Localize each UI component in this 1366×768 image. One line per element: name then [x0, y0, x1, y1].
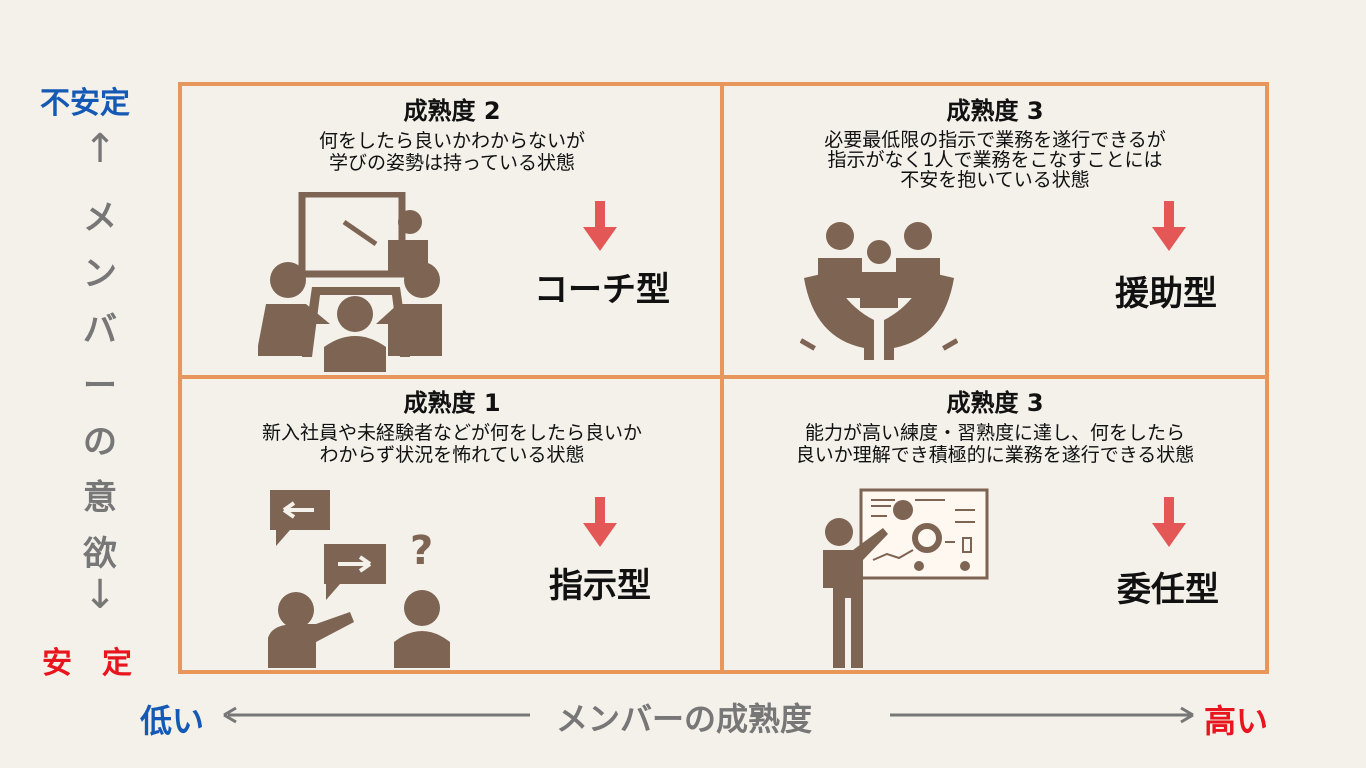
instruction-question-icon: ? — [268, 490, 450, 668]
quadrant-desc: 新入社員や未経験者などが何をしたら良いか — [261, 422, 642, 444]
quadrant-title: 成熟度 1 — [403, 389, 501, 417]
quadrant-maturity-3-delegate: 成熟度 3 能力が高い練度・習熟度に達し、何をしたら 良いか理解でき積極的に業務… — [725, 388, 1265, 466]
leadership-style-delegate: 委任型 — [1117, 570, 1219, 610]
quadrant-title: 成熟度 2 — [403, 97, 501, 125]
quadrant-desc: 何をしたら良いかわからないが — [318, 130, 585, 152]
quadrant-desc: 必要最低限の指示で業務を遂行できるが — [824, 129, 1166, 151]
quadrant-desc: 不安を抱いている状態 — [900, 169, 1090, 191]
quadrant-desc: 良いか理解でき積極的に業務を遂行できる状態 — [795, 444, 1195, 466]
quadrant-desc: 指示がなく1人で業務をこなすことには — [827, 149, 1163, 171]
meeting-presentation-icon — [258, 192, 442, 372]
arrow-right-icon — [890, 706, 1194, 724]
arrow-down-red-icon — [583, 497, 617, 547]
arrow-up-icon: ↑ — [83, 126, 117, 172]
presenter-board-icon — [823, 488, 989, 668]
y-title-char: ー — [83, 366, 117, 406]
quadrant-title: 成熟度 3 — [946, 389, 1044, 417]
svg-text:?: ? — [410, 528, 433, 574]
x-axis-title: メンバーの成熟度 — [556, 700, 813, 738]
y-title-char: ン — [83, 254, 117, 294]
quadrant-desc: わからず状況を怖れている状態 — [319, 444, 585, 466]
y-axis-top-label: 不安定 — [40, 86, 130, 121]
x-axis-left-label: 低い — [140, 702, 205, 740]
quadrant-desc: 能力が高い練度・習熟度に達し、何をしたら — [804, 422, 1185, 444]
quadrant-maturity-3-support: 成熟度 3 必要最低限の指示で業務を遂行できるが 指示がなく1人で業務をこなすこ… — [725, 96, 1265, 190]
quadrant-maturity-1: 成熟度 1 新入社員や未経験者などが何をしたら良いか わからず状況を怖れている状… — [182, 388, 722, 466]
arrow-left-icon — [223, 706, 530, 724]
y-title-char: の — [83, 422, 117, 462]
y-title-char: 欲 — [83, 534, 117, 574]
leadership-style-directive: 指示型 — [549, 566, 651, 606]
y-axis-title: メ ン バ ー の 意 欲 — [60, 190, 140, 582]
arrow-down-icon: ↓ — [83, 572, 117, 618]
leadership-style-support: 援助型 — [1115, 274, 1217, 314]
quadrant-maturity-2: 成熟度 2 何をしたら良いかわからないが 学びの姿勢は持っている状態 — [182, 96, 722, 174]
y-axis-bottom-label: 安 定 — [42, 646, 132, 681]
y-title-char: バ — [83, 310, 117, 350]
arrow-down-red-icon — [1152, 201, 1186, 251]
quadrant-desc: 学びの姿勢は持っている状態 — [328, 152, 576, 174]
horizontal-divider — [178, 375, 1269, 379]
y-title-char: メ — [83, 198, 117, 238]
arrow-down-red-icon — [1152, 497, 1186, 547]
quadrant-title: 成熟度 3 — [946, 97, 1044, 125]
support-hands-icon — [800, 222, 958, 360]
arrow-down-red-icon — [583, 201, 617, 251]
y-title-char: 意 — [83, 478, 117, 518]
leadership-style-coach: コーチ型 — [534, 270, 670, 310]
x-axis-right-label: 高い — [1204, 702, 1269, 740]
